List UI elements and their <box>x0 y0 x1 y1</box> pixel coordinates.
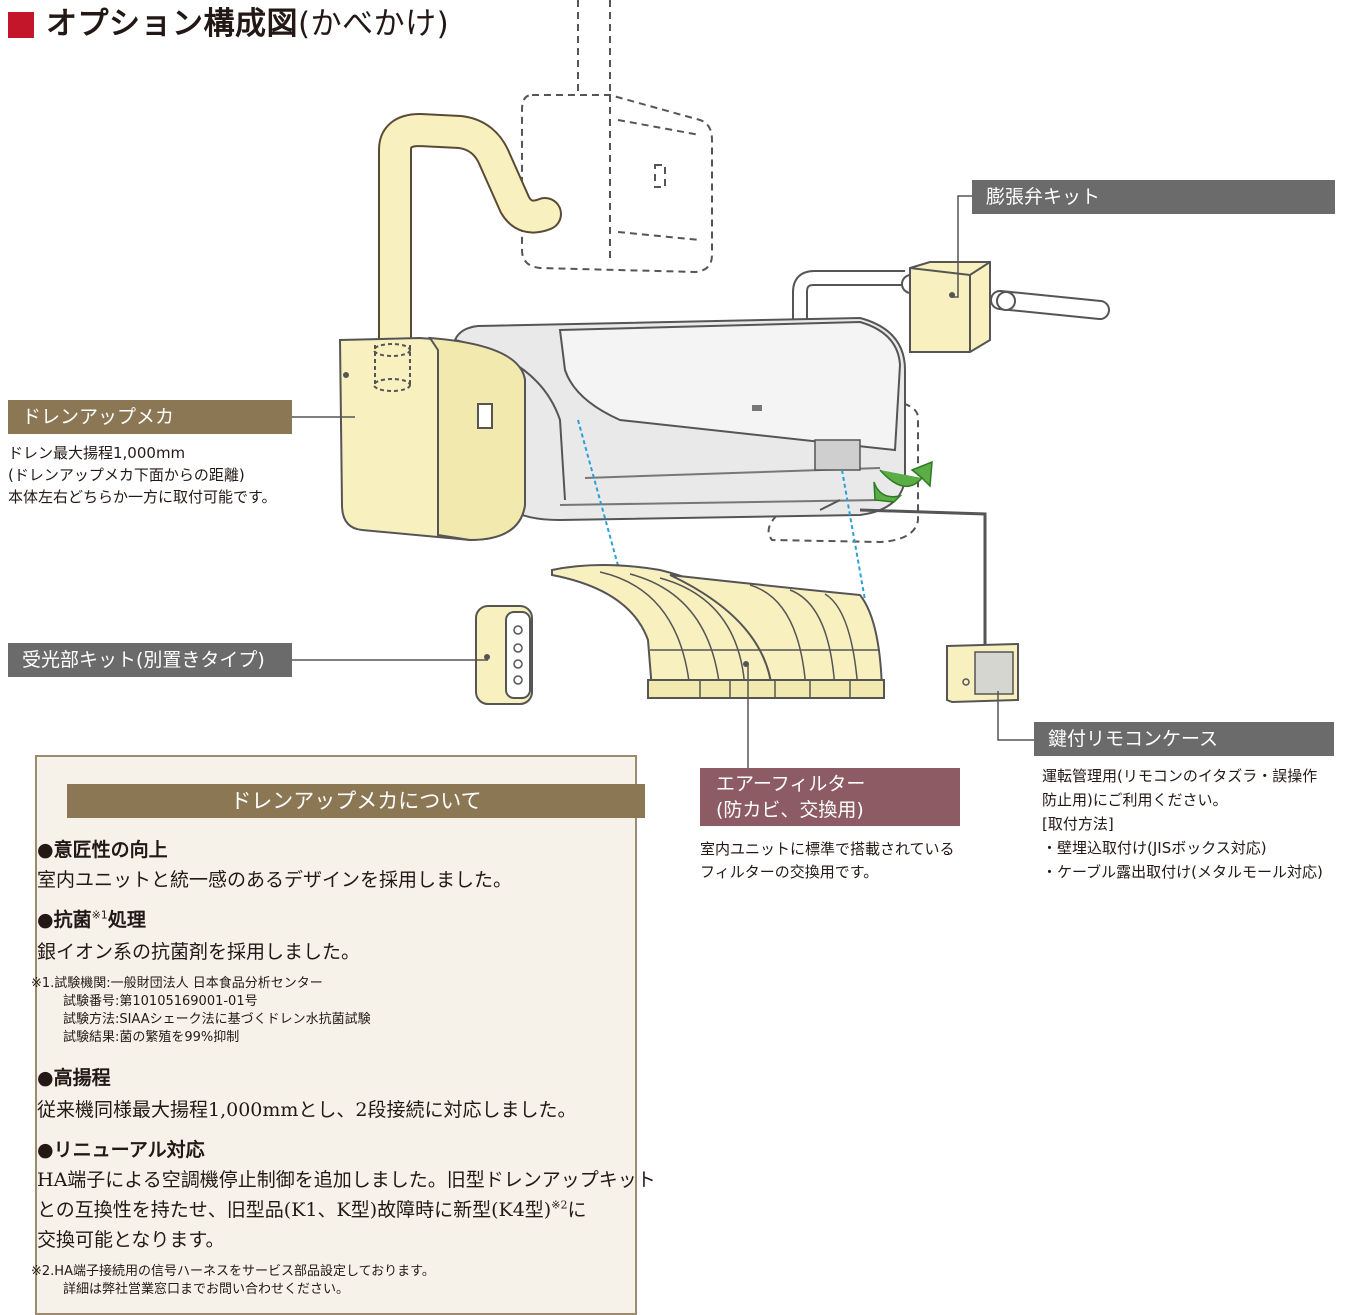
section-renewal-body-1: HA端子による空調機停止制御を追加しました。旧型ドレンアップキット <box>37 1169 656 1191</box>
concealed-position-outline <box>521 0 713 274</box>
footnote-ref-2: ※2 <box>551 1198 568 1212</box>
remote-case-desc-3: [取付方法] <box>1042 815 1114 833</box>
info-box-heading: ドレンアップメカについて <box>67 784 645 818</box>
section-antibacterial-body: 銀イオン系の抗菌剤を採用しました。 <box>37 941 361 963</box>
air-filter-desc-1: 室内ユニットに標準で搭載されている <box>700 840 955 858</box>
remote-control-case <box>946 642 1019 704</box>
drain-up-mechanism <box>338 336 526 542</box>
swap-arrow-icon <box>879 460 933 488</box>
expansion-valve-box <box>909 261 991 353</box>
air-filter-label-line-2: (防カビ、交換用) <box>716 799 864 821</box>
footnote-2-line-2: 詳細は弊社営業窓口までお問い合わせください。 <box>63 1282 350 1297</box>
remote-case-desc-4: ・壁埋込取付け(JISボックス対応) <box>1042 839 1267 857</box>
section-renewal-body-2: との互換性を持たせ、旧型品(K1、K型)故障時に新型(K4型)※2に <box>37 1195 586 1222</box>
drain-up-desc-3: 本体左右どちらか一方に取付可能です。 <box>8 488 277 506</box>
remote-case-desc-1: 運転管理用(リモコンのイタズラ・誤操作 <box>1042 767 1318 785</box>
footnote-1-line-3: 試験方法:SIAAシェーク法に基づくドレン水抗菌試験 <box>63 1012 371 1027</box>
receiver-kit <box>475 605 533 705</box>
remote-case-desc-5: ・ケーブル露出取付け(メタルモール対応) <box>1042 863 1323 881</box>
remote-case-label: 鍵付リモコンケース <box>1034 722 1334 756</box>
footnote-ref-1: ※1 <box>91 908 108 922</box>
air-filter <box>551 564 885 699</box>
footnote-1-line-1: ※1.試験機関:一般財団法人 日本食品分析センター <box>31 976 323 991</box>
section-antibacterial-heading: ●抗菌※1処理 <box>37 905 146 932</box>
drain-up-desc-2: (ドレンアップメカ下面からの距離) <box>8 466 245 484</box>
section-design-body: 室内ユニットと統一感のあるデザインを採用しました。 <box>37 869 513 891</box>
renewal-body-2-tail: に <box>567 1199 587 1221</box>
drain-up-desc-1: ドレン最大揚程1,000mm <box>8 444 186 462</box>
antibacterial-heading-a: ●抗菌 <box>37 909 92 931</box>
footnote-1-line-2: 試験番号:第10105169001-01号 <box>63 994 258 1009</box>
air-filter-label: エアーフィルター (防カビ、交換用) <box>700 768 960 826</box>
indoor-unit <box>448 316 906 522</box>
footnote-2-line-1: ※2.HA端子接続用の信号ハーネスをサービス部品設定しております。 <box>31 1264 435 1279</box>
antibacterial-heading-b: 処理 <box>107 909 146 931</box>
alt-mount-outline <box>767 399 920 544</box>
drain-up-info-box: ドレンアップメカについて ●意匠性の向上 室内ユニットと統一感のあるデザインを採… <box>31 755 656 1315</box>
footnote-1-line-4: 試験結果:菌の繁殖を99%抑制 <box>63 1030 240 1045</box>
receiver-kit-label: 受光部キット(別置きタイプ) <box>8 643 292 677</box>
page-title: オプション構成図(かべかけ) <box>46 4 449 44</box>
air-filter-desc-2: フィルターの交換用です。 <box>700 863 879 881</box>
section-high-lift-heading: ●高揚程 <box>37 1067 111 1089</box>
air-filter-label-line-1: エアーフィルター <box>716 773 866 795</box>
remote-case-desc-2: 防止用)にご利用ください。 <box>1042 791 1228 809</box>
title-marker <box>8 12 34 38</box>
expansion-valve-label: 膨張弁キット <box>972 180 1335 214</box>
section-design-heading: ●意匠性の向上 <box>37 839 168 861</box>
title-suffix: (かべかけ) <box>298 6 450 42</box>
section-high-lift-body: 従来機同様最大揚程1,000mmとし、2段接続に対応しました。 <box>37 1099 577 1121</box>
renewal-body-2-text: との互換性を持たせ、旧型品(K1、K型)故障時に新型(K4型) <box>37 1199 552 1221</box>
title-main: オプション構成図 <box>46 6 298 42</box>
section-renewal-heading: ●リニューアル対応 <box>37 1139 205 1161</box>
drain-up-label: ドレンアップメカ <box>8 400 292 434</box>
section-renewal-body-3: 交換可能となります。 <box>37 1229 225 1251</box>
